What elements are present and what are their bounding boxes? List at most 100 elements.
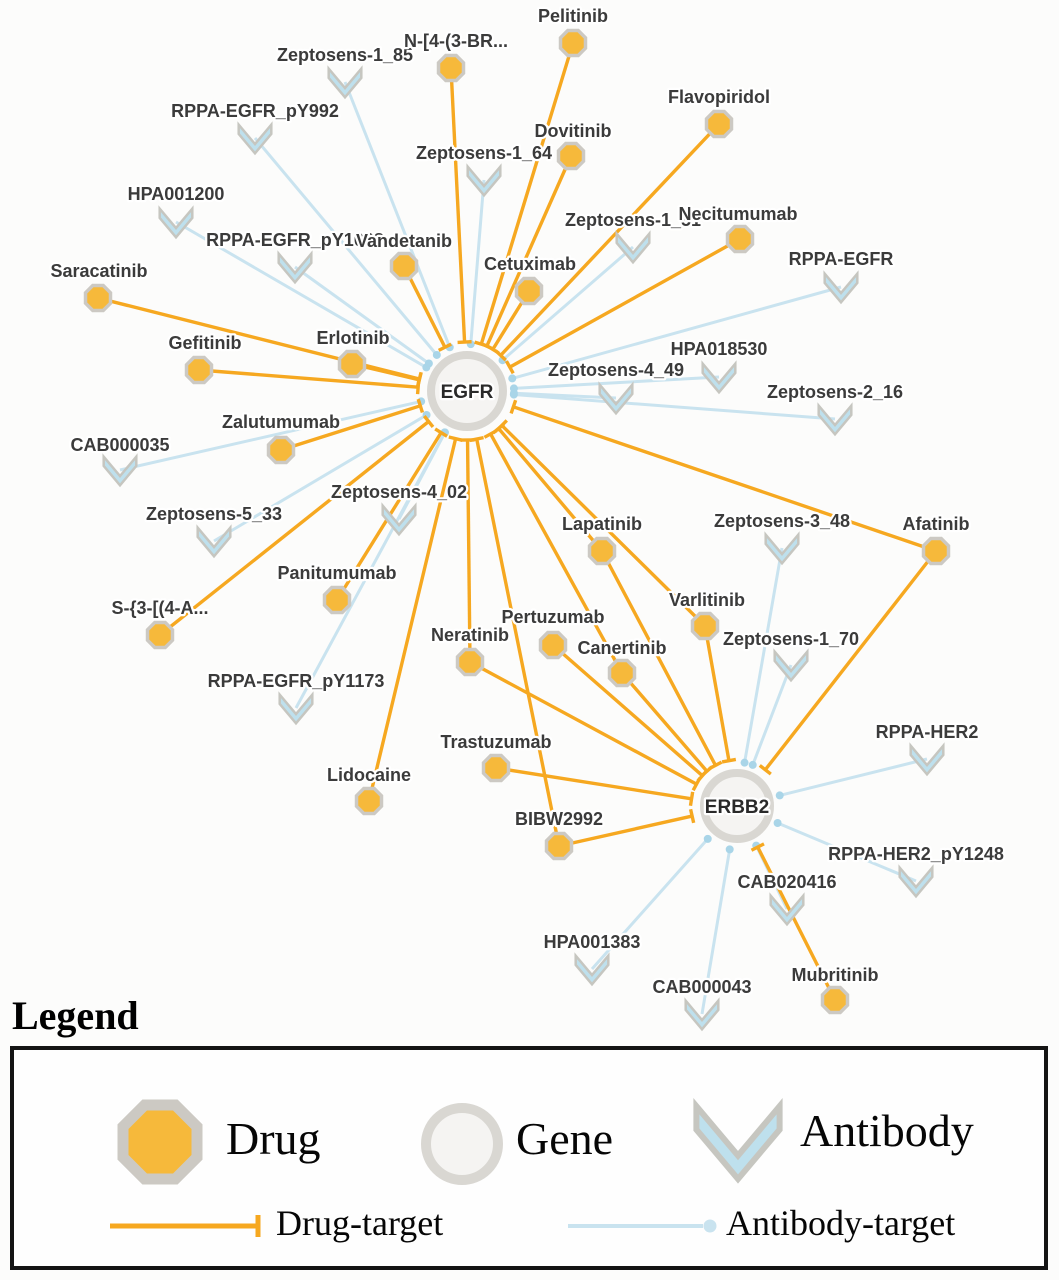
gene-node-erbb2 (700, 769, 774, 843)
drug-edge-gefitinib-egfr (198, 368, 419, 389)
drug-node-panitumumab (322, 585, 352, 615)
antibody-node-zeptosens-5-33 (196, 524, 232, 559)
node-label: EGFR (441, 382, 494, 403)
antibody-edge-zeptosens-1-70 (751, 664, 793, 766)
drug-edge-tee (448, 435, 463, 442)
node-label: RPPA-EGFR_pY1068 (206, 230, 384, 250)
drug-node-necitumumab (725, 224, 755, 254)
node-label: Pertuzumab (501, 607, 604, 627)
node-label: Zeptosens-1_64 (416, 143, 552, 163)
drug-edge-n-4-3-br-egfr (449, 67, 467, 343)
drug-edge-tee (721, 757, 737, 764)
antibody-node-zeptosens-3-48 (764, 531, 800, 566)
antibody-chevron-shape (693, 1097, 783, 1184)
node-label: Cetuximab (484, 254, 576, 274)
drug-target-edge-icon (110, 1215, 261, 1237)
node-label: Necitumumab (678, 204, 797, 224)
drug-node-lidocaine (354, 786, 384, 816)
node-label: Flavopiridol (668, 87, 770, 107)
antibody-edge-rppa-egfr-py1068 (294, 265, 430, 365)
antibody-edge-endpoint (775, 791, 784, 800)
drug-target-edges (97, 42, 938, 1001)
drug-node-n-4-3-br (436, 53, 466, 83)
nodes (83, 28, 951, 1032)
node-label: Mubritinib (792, 965, 879, 985)
drug-edge-afatinib-egfr (512, 405, 937, 553)
antibody-edge-cab000035 (119, 399, 422, 472)
node-label: Dovitinib (535, 121, 612, 141)
antibody-edge-endpoint (703, 834, 712, 843)
antibody-node-zeptosens-2-16 (817, 402, 853, 437)
node-label: RPPA-EGFR_pY1173 (208, 671, 385, 691)
antibody-edge-endpoint (508, 374, 517, 383)
antibody-node-icon (693, 1097, 783, 1184)
drug-edge-zalutumumab-egfr (280, 404, 421, 452)
antibody-node-rppa-egfr-py1173 (278, 691, 314, 726)
antibody-edge-hpa001383 (590, 837, 709, 970)
drug-node-saracatinib (83, 283, 113, 313)
node-label: S-{3-[(4-A... (111, 598, 208, 618)
antibody-edge-endpoint (432, 350, 441, 359)
drug-edge-tee (469, 435, 484, 443)
antibody-edge-cab000043 (700, 849, 732, 1015)
drug-node-lapatinib (587, 536, 617, 566)
node-label: RPPA-EGFR_pY992 (171, 101, 339, 121)
drug-edge-varlitinib-erbb2 (703, 625, 731, 762)
drug-edge-afatinib-erbb2 (763, 549, 938, 771)
drug-node-varlitinib (690, 611, 720, 641)
drug-edge-flavopiridol-egfr (499, 122, 721, 357)
drug-edge-dovitinib-egfr (485, 155, 573, 347)
drug-edge-s-3-4-a-egfr (158, 420, 430, 637)
node-label: Zalutumumab (222, 412, 340, 432)
node-label: Zeptosens-4_02 (331, 482, 467, 502)
drug-edge-lapatinib-erbb2 (600, 550, 717, 767)
node-label: Zeptosens-1_70 (723, 629, 859, 649)
drug-edge-tee (696, 769, 709, 783)
antibody-edge-zeptosens-5-33 (213, 413, 428, 543)
node-label: Panitumumab (277, 563, 396, 583)
node-label: BIBW2992 (515, 809, 603, 829)
drug-edge-pertuzumab-erbb2 (551, 643, 704, 777)
node-label: ERBB2 (705, 797, 769, 818)
antibody-node-cab000035 (102, 453, 138, 488)
node-label: Lidocaine (327, 765, 411, 785)
drug-edge-lidocaine-egfr (367, 438, 458, 802)
drug-node-mubritinib (820, 985, 850, 1015)
node-label: Canertinib (577, 638, 666, 658)
drug-edge-tee (457, 340, 472, 345)
antibody-edge-endpoint (740, 758, 749, 767)
drug-node-trastuzumab (481, 753, 511, 783)
antibody-node-rppa-her2 (909, 742, 945, 777)
drug-edge-necitumumab-egfr (508, 237, 741, 369)
antibody-node-hpa018530 (701, 360, 737, 395)
drug-edge-tee (416, 398, 425, 414)
antibody-edge-rppa-egfr (511, 285, 842, 380)
legend-box: Drug Gene Antibody Drug-target Antibody-… (10, 1046, 1048, 1270)
drug-node-neratinib (455, 647, 485, 677)
antibody-node-cab000043 (684, 997, 720, 1032)
node-label: Zeptosens-3_48 (714, 511, 850, 531)
node-label: Neratinib (431, 625, 509, 645)
node-label: Zeptosens-2_16 (767, 382, 903, 402)
drug-edge-tee (434, 427, 448, 438)
drug-node-cetuximab (514, 276, 544, 306)
node-label: HPA018530 (671, 339, 768, 359)
node-label: RPPA-HER2 (876, 722, 979, 742)
node-label: CAB020416 (737, 872, 836, 892)
antibody-edge-zeptosens-4-49 (513, 391, 617, 400)
drug-edge-bibw2992-erbb2 (558, 814, 693, 848)
drug-edge-canertinib-egfr (489, 433, 624, 674)
drug-edge-tee (750, 842, 765, 852)
drug-node-pertuzumab (538, 630, 568, 660)
drug-node-dovitinib (556, 141, 586, 171)
antibody-node-rppa-egfr-py992 (237, 121, 273, 156)
legend-antibody-label: Antibody (800, 1105, 974, 1156)
drug-edge-tee (504, 360, 515, 375)
antibody-edge-zeptosens-2-16 (513, 393, 836, 421)
antibody-edge-rppa-her2-py1248 (777, 821, 917, 883)
node-label: Zeptosens-4_49 (548, 360, 684, 380)
node-label: Saracatinib (50, 261, 147, 281)
antibody-target-dot (703, 1219, 717, 1233)
node-labels: Zeptosens-1_85RPPA-EGFR_pY992HPA001200RP… (48, 4, 1006, 1000)
antibody-edge-hpa018530 (513, 375, 720, 390)
